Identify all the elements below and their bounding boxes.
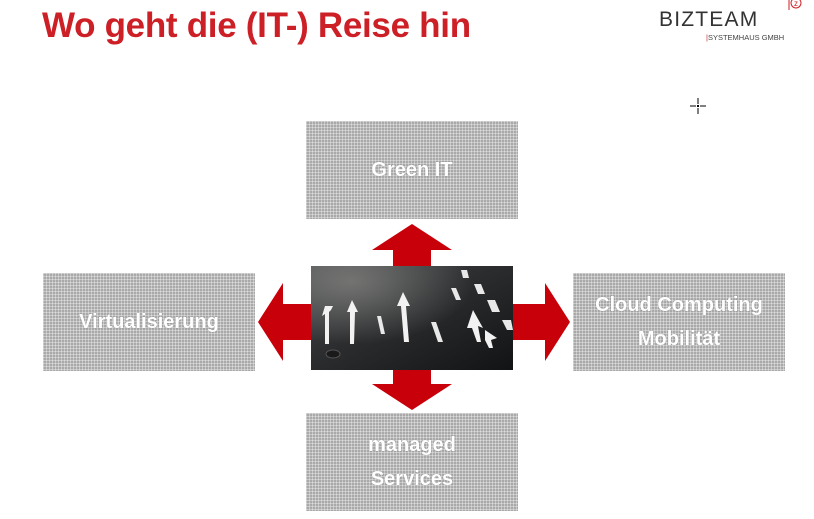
logo-brand: BIZTEAM	[659, 8, 759, 31]
logo-mark-icon: z	[788, 0, 802, 10]
box-top-line-1: Green IT	[371, 159, 453, 181]
box-managed-services: managed Services	[306, 413, 518, 511]
logo-subtitle-text: SYSTEMHAUS GMBH	[707, 33, 785, 42]
slide-title: Wo geht die (IT-) Reise hin	[42, 6, 471, 45]
arrow-left-icon	[258, 283, 311, 361]
arrow-up-icon	[372, 224, 452, 266]
box-cloud-computing: Cloud Computing Mobilität	[573, 273, 785, 371]
arrow-down-icon	[372, 370, 452, 410]
box-left-line-1: Virtualisierung	[79, 311, 219, 333]
box-right-line-1: Cloud Computing	[595, 294, 763, 316]
crosshair-cursor-icon	[690, 98, 706, 114]
box-right-line-2: Mobilität	[637, 328, 721, 350]
arrow-right-icon	[513, 283, 570, 361]
road-arrows-photo	[311, 266, 513, 370]
logo-subtitle: |SYSTEMHAUS GMBH	[706, 33, 785, 42]
box-virtualisierung: Virtualisierung	[43, 273, 255, 371]
logo-mark-letter: z	[794, 0, 798, 8]
box-bottom-line-1: managed	[368, 434, 456, 456]
box-bottom-line-2: Services	[370, 468, 454, 490]
company-logo: BIZTEAM |SYSTEMHAUS GMBH z	[659, 0, 809, 48]
box-green-it: Green IT	[306, 121, 518, 219]
